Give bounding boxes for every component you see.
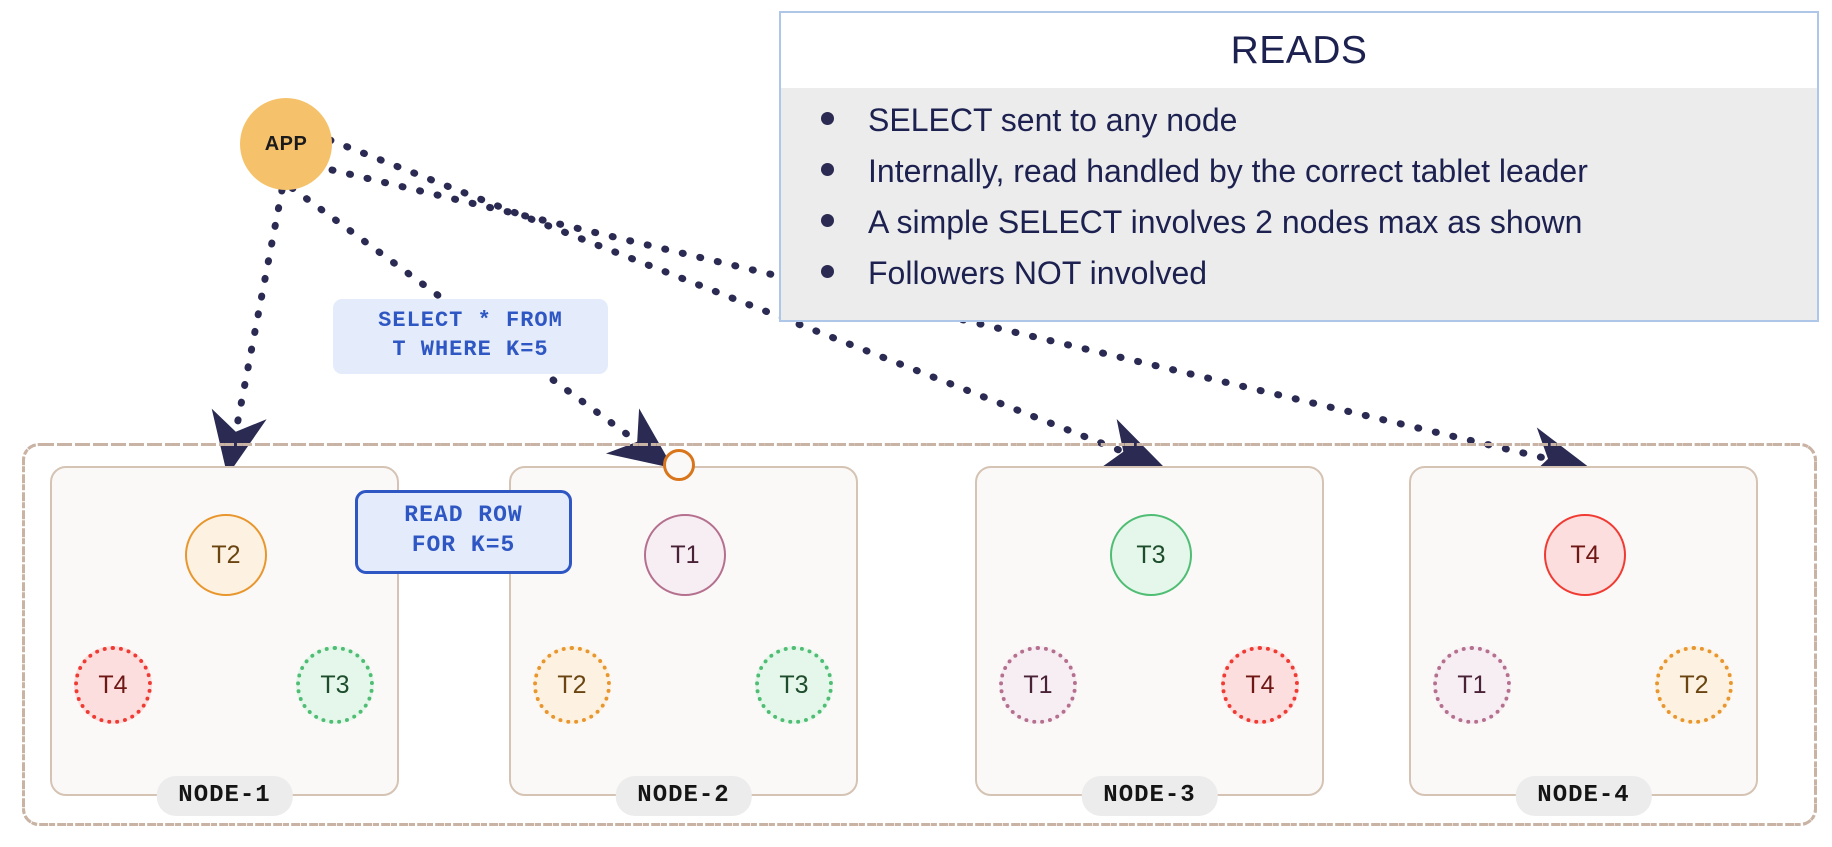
read-line-1: READ ROW (404, 502, 523, 528)
list-item: Internally, read handled by the correct … (781, 151, 1817, 192)
tablet-follower[interactable]: T2 (533, 646, 611, 724)
bullet-icon (821, 264, 834, 278)
sql-line-1: SELECT * FROM (378, 308, 563, 333)
tablet-leader[interactable]: T1 (644, 514, 726, 596)
node-card-4[interactable]: T4 T1 T2 NODE-4 (1409, 466, 1758, 816)
list-item: A simple SELECT involves 2 nodes max as … (781, 202, 1817, 243)
tablet-follower[interactable]: T2 (1655, 646, 1733, 724)
list-item-text: Internally, read handled by the correct … (868, 152, 1588, 189)
list-item-text: SELECT sent to any node (868, 102, 1238, 138)
tablet-label: T4 (1245, 670, 1275, 699)
sql-query-label: SELECT * FROM T WHERE K=5 (333, 299, 608, 375)
request-entry-port-icon (663, 449, 695, 481)
tablet-label: T4 (98, 670, 128, 699)
bullet-icon (821, 112, 834, 125)
tablet-label: T2 (211, 540, 241, 569)
tablet-follower[interactable]: T3 (296, 646, 374, 724)
read-row-label: READ ROW FOR K=5 (355, 490, 572, 574)
read-line-2: FOR K=5 (411, 531, 516, 558)
tablet-follower[interactable]: T1 (999, 646, 1077, 724)
list-item: SELECT sent to any node (781, 100, 1817, 141)
tablet-follower[interactable]: T3 (755, 646, 833, 724)
reads-panel-title: READS (1230, 28, 1368, 72)
tablet-label: T2 (1679, 670, 1709, 699)
tablet-leader[interactable]: T3 (1110, 514, 1192, 596)
tablet-follower[interactable]: T4 (1221, 646, 1299, 724)
tablet-leader[interactable]: T4 (1544, 514, 1626, 596)
app-label: APP (264, 132, 308, 155)
node-card-3[interactable]: T3 T1 T4 NODE-3 (975, 466, 1324, 816)
node-name-badge: NODE-4 (1515, 776, 1652, 816)
tablet-label: T1 (1457, 670, 1487, 699)
list-item-text: Followers NOT involved (868, 254, 1208, 291)
list-item-text: A simple SELECT involves 2 nodes max as … (868, 203, 1583, 240)
bullet-icon (821, 162, 834, 176)
node-card-1[interactable]: T2 T4 T3 NODE-1 (50, 466, 399, 816)
tablet-label: T3 (320, 670, 350, 699)
tablet-label: T4 (1570, 540, 1600, 569)
node-name-badge: NODE-1 (156, 776, 293, 816)
wire-app-to-node1 (211, 186, 286, 476)
reads-bullet-list: SELECT sent to any node Internally, read… (781, 88, 1817, 320)
list-item: Followers NOT involved (781, 253, 1817, 294)
node-name-badge: NODE-2 (615, 776, 752, 816)
cluster-boundary (22, 443, 1817, 826)
tablet-follower[interactable]: T4 (74, 646, 152, 724)
app-node[interactable]: APP (240, 98, 332, 190)
node-name-badge: NODE-3 (1081, 776, 1218, 816)
reads-info-panel: READS SELECT sent to any node Internally… (779, 11, 1819, 322)
tablet-label: T1 (670, 540, 700, 569)
tablet-follower[interactable]: T1 (1433, 646, 1511, 724)
tablet-label: T3 (1136, 540, 1166, 569)
tablet-label: T3 (779, 670, 809, 699)
sql-line-2: T WHERE K=5 (392, 336, 549, 362)
tablet-label: T2 (557, 670, 587, 699)
tablet-label: T1 (1023, 670, 1053, 699)
tablet-leader[interactable]: T2 (185, 514, 267, 596)
bullet-icon (821, 213, 834, 227)
